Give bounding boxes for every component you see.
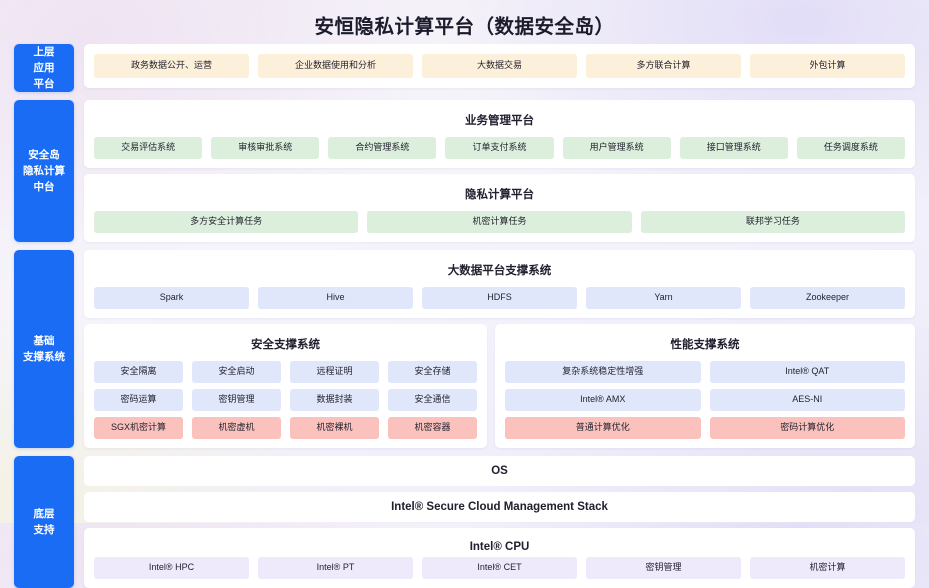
- chip-intel-pt[interactable]: Intel® PT: [258, 557, 413, 579]
- chip-outsourced-compute[interactable]: 外包计算: [750, 54, 905, 78]
- chip-data-sealing[interactable]: 数据封装: [290, 389, 379, 411]
- sidebar-label-application-platform: 上层 应用 平台: [14, 44, 74, 92]
- business-management-chip-row: 交易评估系统 审核审批系统 合约管理系统 订单支付系统 用户管理系统 接口管理系…: [94, 137, 905, 159]
- panel-title-bigdata-support: 大数据平台支撑系统: [447, 265, 552, 277]
- band-application-platform: 上层 应用 平台 政务数据公开、运营 企业数据使用和分析 大数据交易 多方联合计…: [14, 44, 915, 92]
- chip-sgx-confidential-compute[interactable]: SGX机密计算: [94, 417, 183, 439]
- band-privacy-compute-midplatform: 安全岛 隐私计算 中台 业务管理平台 交易评估系统 审核审批系统 合约管理系统 …: [14, 100, 915, 242]
- panel-bigdata-support: 大数据平台支撑系统 Spark Hive HDFS Yarn Zookeeper: [84, 250, 915, 318]
- diagram-bands: 上层 应用 平台 政务数据公开、运营 企业数据使用和分析 大数据交易 多方联合计…: [14, 44, 915, 588]
- chip-confidential-compute-task[interactable]: 机密计算任务: [367, 211, 632, 233]
- chip-secure-communication[interactable]: 安全通信: [388, 389, 477, 411]
- panel-title-security-support: 安全支撑系统: [251, 339, 320, 351]
- cpu-chip-row: Intel® HPC Intel® PT Intel® CET 密钥管理 机密计…: [94, 557, 905, 579]
- panel-title-performance-support: 性能支撑系统: [670, 339, 740, 351]
- chip-intel-cet[interactable]: Intel® CET: [422, 557, 577, 579]
- chip-spark[interactable]: Spark: [94, 287, 249, 309]
- chip-bigdata-trading[interactable]: 大数据交易: [422, 54, 577, 78]
- chip-confidential-container[interactable]: 机密容器: [388, 417, 477, 439]
- chip-hive[interactable]: Hive: [258, 287, 413, 309]
- chip-task-scheduling[interactable]: 任务调度系统: [796, 137, 905, 159]
- panel-title-business-management: 业务管理平台: [465, 115, 534, 127]
- chip-transaction-evaluation[interactable]: 交易评估系统: [94, 137, 203, 159]
- chip-secure-isolation[interactable]: 安全隔离: [94, 361, 183, 383]
- chip-interface-management[interactable]: 接口管理系统: [679, 137, 788, 159]
- chip-remote-attestation[interactable]: 远程证明: [290, 361, 379, 383]
- chip-intel-amx[interactable]: Intel® AMX: [505, 389, 701, 411]
- page-title: 安恒隐私计算平台（数据安全岛）: [314, 16, 615, 38]
- chip-yarn[interactable]: Yarn: [586, 287, 741, 309]
- chip-confidential-vm[interactable]: 机密虚机: [192, 417, 281, 439]
- chip-hdfs[interactable]: HDFS: [422, 287, 577, 309]
- chip-key-management[interactable]: 密钥管理: [192, 389, 281, 411]
- sidebar-label-foundation-support: 底层 支持: [14, 456, 74, 588]
- chip-crypto-compute-optimization[interactable]: 密码计算优化: [709, 417, 905, 439]
- band-body-infrastructure-support: 大数据平台支撑系统 Spark Hive HDFS Yarn Zookeeper…: [84, 250, 915, 448]
- security-row-3: SGX机密计算 机密虚机 机密裸机 机密容器: [94, 417, 477, 439]
- row-secure-cloud-management-stack: Intel® Secure Cloud Management Stack: [84, 492, 915, 522]
- chip-federated-learning-task[interactable]: 联邦学习任务: [640, 211, 905, 233]
- chip-mpc-task[interactable]: 多方安全计算任务: [94, 211, 359, 233]
- chip-secure-boot[interactable]: 安全启动: [192, 361, 281, 383]
- chip-user-management[interactable]: 用户管理系统: [562, 137, 671, 159]
- application-chip-row: 政务数据公开、运营 企业数据使用和分析 大数据交易 多方联合计算 外包计算: [94, 54, 905, 78]
- chip-intel-hpc[interactable]: Intel® HPC: [94, 557, 249, 579]
- performance-row-2: Intel® AMX AES-NI: [505, 389, 905, 411]
- panel-title-privacy-compute-platform: 隐私计算平台: [465, 189, 534, 201]
- performance-row-3: 普通计算优化 密码计算优化: [505, 417, 905, 439]
- panel-performance-support: 性能支撑系统 复杂系统稳定性增强 Intel® QAT Intel® AMX A…: [495, 324, 915, 448]
- band-body-privacy-compute-midplatform: 业务管理平台 交易评估系统 审核审批系统 合约管理系统 订单支付系统 用户管理系…: [84, 100, 915, 242]
- chip-order-payment[interactable]: 订单支付系统: [445, 137, 554, 159]
- panel-intel-cpu: Intel® CPU Intel® HPC Intel® PT Intel® C…: [84, 528, 915, 588]
- chip-complex-system-stability[interactable]: 复杂系统稳定性增强: [505, 361, 701, 383]
- chip-enterprise-data-analysis[interactable]: 企业数据使用和分析: [258, 54, 413, 78]
- chip-zookeeper[interactable]: Zookeeper: [750, 287, 905, 309]
- chip-review-approval[interactable]: 审核审批系统: [211, 137, 320, 159]
- chip-intel-qat[interactable]: Intel® QAT: [709, 361, 905, 383]
- chip-general-compute-optimization[interactable]: 普通计算优化: [505, 417, 701, 439]
- band-foundation-support: 底层 支持 OS Intel® Secure Cloud Management …: [14, 456, 915, 588]
- chip-gov-data-open[interactable]: 政务数据公开、运营: [94, 54, 249, 78]
- panel-privacy-compute-platform: 隐私计算平台 多方安全计算任务 机密计算任务 联邦学习任务: [84, 174, 915, 242]
- panel-security-support: 安全支撑系统 安全隔离 安全启动 远程证明 安全存储 密码运算 密钥管理: [84, 324, 487, 448]
- performance-support-grid: 复杂系统稳定性增强 Intel® QAT Intel® AMX AES-NI 普…: [505, 361, 905, 439]
- security-support-grid: 安全隔离 安全启动 远程证明 安全存储 密码运算 密钥管理 数据封装 安全通信: [94, 361, 477, 439]
- chip-contract-management[interactable]: 合约管理系统: [328, 137, 437, 159]
- band-body-foundation-support: OS Intel® Secure Cloud Management Stack …: [84, 456, 915, 588]
- sidebar-label-privacy-compute-midplatform: 安全岛 隐私计算 中台: [14, 100, 74, 242]
- architecture-diagram: 安恒隐私计算平台（数据安全岛） 上层 应用 平台 政务数据公开、运营 企业数据使…: [14, 16, 905, 588]
- band-infrastructure-support: 基础 支撑系统 大数据平台支撑系统 Spark Hive HDFS Yarn Z…: [14, 250, 915, 448]
- chip-multiparty-joint-compute[interactable]: 多方联合计算: [586, 54, 741, 78]
- panel-applications: 政务数据公开、运营 企业数据使用和分析 大数据交易 多方联合计算 外包计算: [84, 44, 915, 88]
- panel-title-intel-cpu: Intel® CPU: [469, 541, 530, 553]
- chip-aes-ni[interactable]: AES-NI: [709, 389, 905, 411]
- chip-secure-storage[interactable]: 安全存储: [388, 361, 477, 383]
- support-systems-split: 安全支撑系统 安全隔离 安全启动 远程证明 安全存储 密码运算 密钥管理: [84, 324, 915, 448]
- chip-cpu-confidential-compute[interactable]: 机密计算: [750, 557, 905, 579]
- sidebar-label-infrastructure-support: 基础 支撑系统: [14, 250, 74, 448]
- band-body-application-platform: 政务数据公开、运营 企业数据使用和分析 大数据交易 多方联合计算 外包计算: [84, 44, 915, 92]
- security-row-2: 密码运算 密钥管理 数据封装 安全通信: [94, 389, 477, 411]
- security-row-1: 安全隔离 安全启动 远程证明 安全存储: [94, 361, 477, 383]
- privacy-compute-chip-row: 多方安全计算任务 机密计算任务 联邦学习任务: [94, 211, 905, 233]
- row-os: OS: [84, 456, 915, 486]
- chip-crypto-operation[interactable]: 密码运算: [94, 389, 183, 411]
- chip-confidential-baremetal[interactable]: 机密裸机: [290, 417, 379, 439]
- performance-row-1: 复杂系统稳定性增强 Intel® QAT: [505, 361, 905, 383]
- panel-business-management: 业务管理平台 交易评估系统 审核审批系统 合约管理系统 订单支付系统 用户管理系…: [84, 100, 915, 168]
- chip-cpu-key-management[interactable]: 密钥管理: [586, 557, 741, 579]
- bigdata-chip-row: Spark Hive HDFS Yarn Zookeeper: [94, 287, 905, 309]
